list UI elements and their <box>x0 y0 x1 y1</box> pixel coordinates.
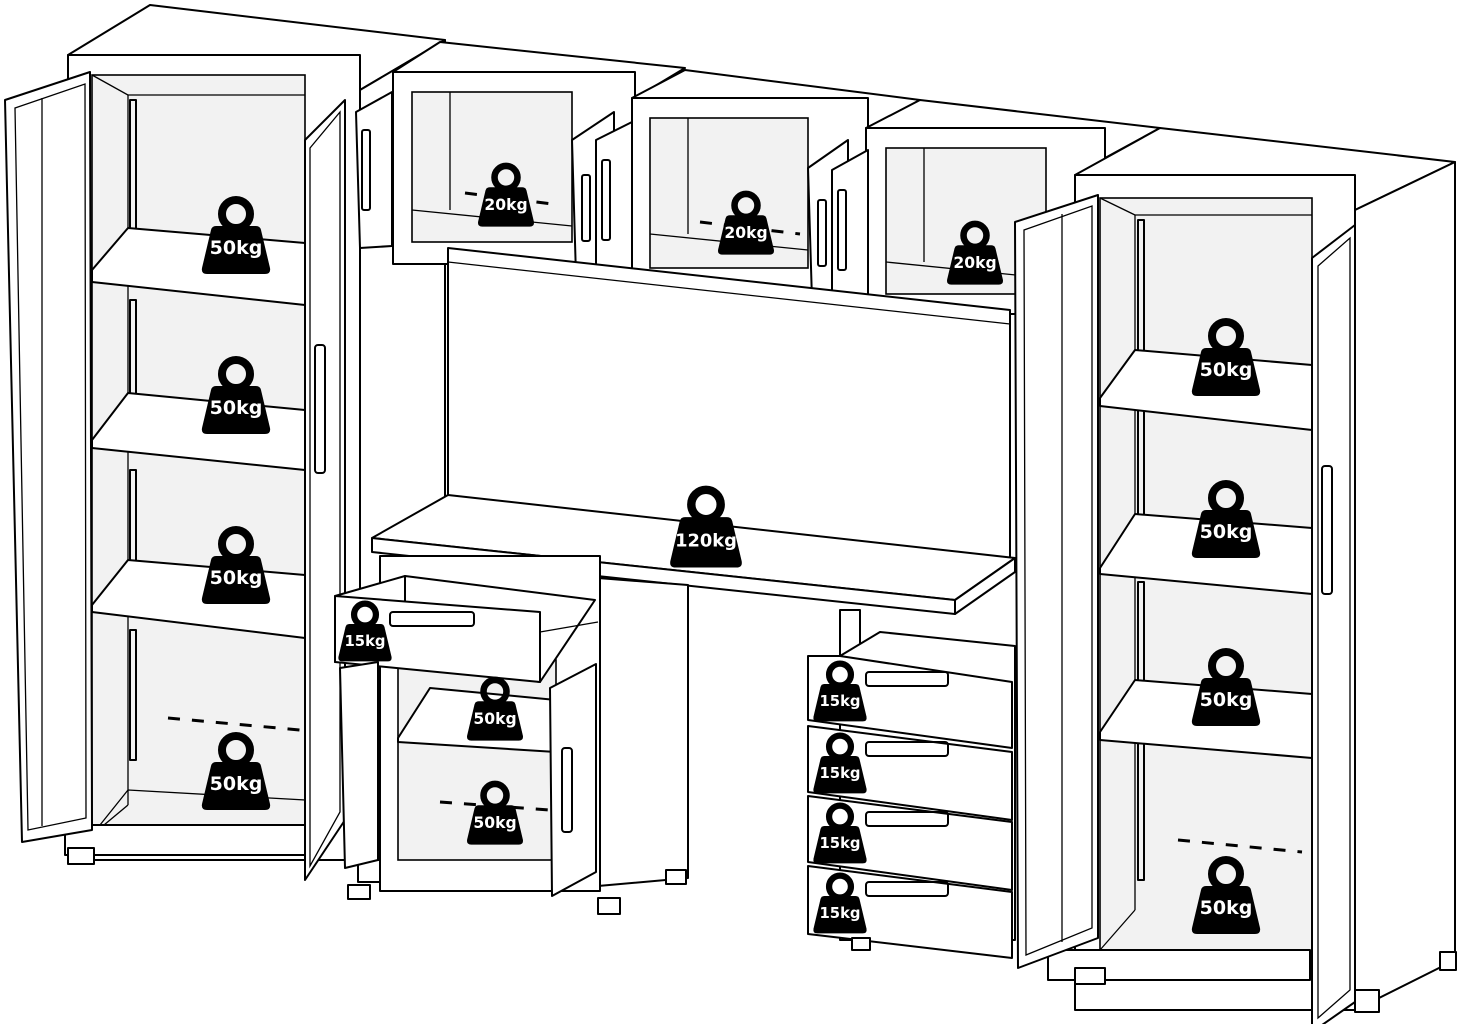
weight-icon <box>478 187 534 227</box>
weight-badge-right-tall-bottom: 50kg <box>1191 856 1261 934</box>
weight-label: 15kg <box>819 765 860 782</box>
weight-label: 15kg <box>819 905 860 922</box>
weight-icon <box>201 762 271 810</box>
weight-label: 20kg <box>724 224 767 242</box>
weight-icon <box>201 556 271 604</box>
right-tall-left-door <box>1014 194 1099 969</box>
left-tall-cabinet <box>4 4 446 883</box>
right-drawer-1 <box>807 655 1013 749</box>
weight-badge-right-drawer-2: 15kg <box>813 732 867 794</box>
weight-icon <box>813 895 867 934</box>
weight-badge-right-tall-shelf-3: 50kg <box>1191 648 1261 726</box>
weight-label: 50kg <box>210 773 263 795</box>
weight-badge-left-tall-shelf-3: 50kg <box>201 526 271 604</box>
weight-label: 50kg <box>210 567 263 589</box>
weight-badge-left-drawer: 15kg <box>338 600 392 662</box>
left-tall-left-door <box>4 71 93 843</box>
weight-icon <box>1191 510 1261 558</box>
weight-badge-wall-cabinet-1: 20kg <box>478 162 534 227</box>
weight-icon <box>670 517 742 568</box>
right-tall-right-door <box>1311 224 1356 1024</box>
weight-label: 15kg <box>819 693 860 710</box>
weight-badges: 50kg 50kg 50kg 50kg 20kg 20kg 20kg 120kg 15kg 50k… <box>201 162 1261 934</box>
weight-icon <box>813 825 867 864</box>
weight-badge-right-tall-shelf-2: 50kg <box>1191 480 1261 558</box>
weight-label: 15kg <box>344 633 385 650</box>
weight-icon <box>1191 678 1261 726</box>
left-base-door-left <box>339 661 379 869</box>
right-drawer-unit <box>807 631 1016 959</box>
weight-badge-wall-cabinet-3: 20kg <box>947 220 1003 285</box>
weight-label: 50kg <box>210 237 263 259</box>
weight-label: 50kg <box>1200 689 1253 711</box>
weight-icon <box>201 226 271 274</box>
weight-badge-worktop: 120kg <box>670 485 742 568</box>
weight-label: 50kg <box>210 397 263 419</box>
weight-badge-left-base-shelf: 50kg <box>467 676 523 741</box>
weight-icon <box>813 683 867 722</box>
weight-label: 20kg <box>953 254 996 272</box>
weight-badge-right-drawer-1: 15kg <box>813 660 867 722</box>
weight-label: 50kg <box>1200 897 1253 919</box>
right-drawer-2 <box>807 725 1013 821</box>
weight-icon <box>338 623 392 662</box>
weight-icon <box>813 755 867 794</box>
weight-badge-wall-cabinet-2: 20kg <box>718 190 774 255</box>
weight-label: 50kg <box>1200 521 1253 543</box>
weight-icon <box>467 805 523 845</box>
weight-label: 50kg <box>1200 359 1253 381</box>
weight-icon <box>947 245 1003 285</box>
weight-icon <box>467 701 523 741</box>
weight-label: 50kg <box>473 814 516 832</box>
right-drawer-4 <box>807 865 1013 959</box>
weight-badge-right-tall-shelf-1: 50kg <box>1191 318 1261 396</box>
right-drawer-3 <box>807 795 1013 891</box>
right-tall-door-handle <box>1321 465 1333 595</box>
weight-label: 120kg <box>675 531 737 552</box>
left-tall-right-door <box>304 99 346 881</box>
weight-badge-right-drawer-3: 15kg <box>813 802 867 864</box>
weight-label: 50kg <box>473 710 516 728</box>
weight-badge-left-tall-shelf-1: 50kg <box>201 196 271 274</box>
weight-badge-left-base-bottom: 50kg <box>467 780 523 845</box>
weight-badge-right-drawer-4: 15kg <box>813 872 867 934</box>
weight-label: 15kg <box>819 835 860 852</box>
weight-badge-left-tall-shelf-2: 50kg <box>201 356 271 434</box>
weight-label: 20kg <box>484 196 527 214</box>
left-tall-door-handle <box>314 344 326 474</box>
weight-badge-left-tall-bottom: 50kg <box>201 732 271 810</box>
weight-icon <box>201 386 271 434</box>
weight-icon <box>718 215 774 255</box>
weight-icon <box>1191 348 1261 396</box>
weight-icon <box>1191 886 1261 934</box>
